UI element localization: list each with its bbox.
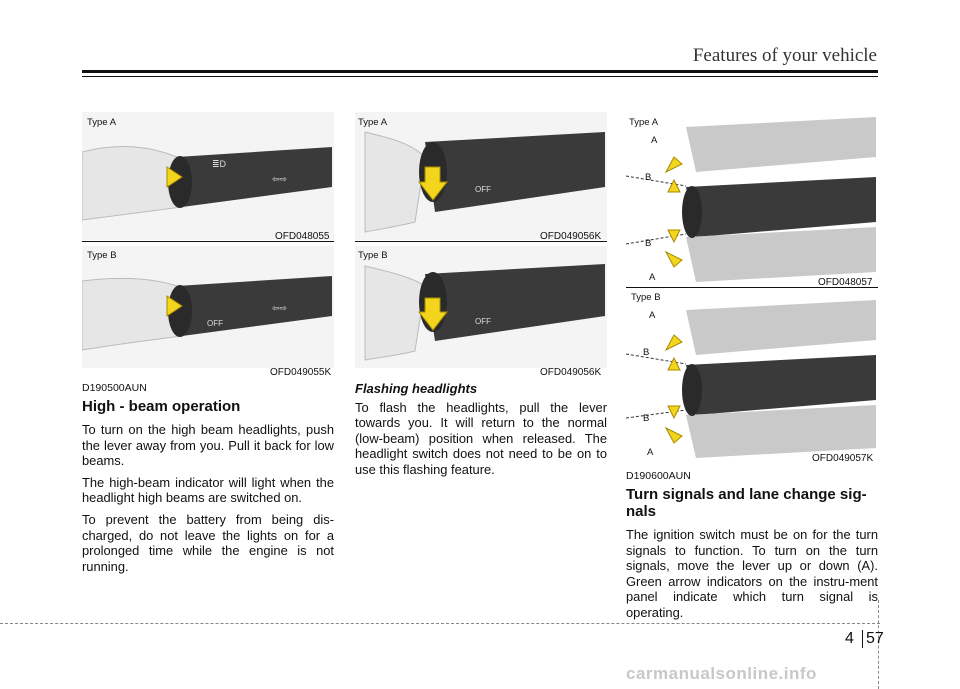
callout-a: A	[649, 310, 656, 321]
figure-type-label: Type A	[358, 117, 388, 128]
section-turn-signals: Turn signals and lane change sig-nals Th…	[626, 484, 878, 627]
section-heading: High - beam operation	[82, 398, 241, 415]
page-number-separator	[862, 630, 863, 648]
figure-high-beam-type-b: OFF ⇦⇨	[82, 246, 334, 368]
footer-vertical-rule	[878, 600, 879, 689]
svg-text:OFF: OFF	[475, 317, 491, 326]
watermark: carmanualsonline.info	[626, 664, 817, 683]
figure-code: OFD049056K	[540, 367, 602, 378]
section-flashing-headlights: Flashing headlights To flash the headlig…	[355, 381, 607, 484]
svg-text:⇦⇨: ⇦⇨	[272, 303, 288, 313]
paragraph: To prevent the battery from being dis-ch…	[82, 511, 334, 574]
figure-rule	[626, 287, 878, 288]
header-rule	[82, 70, 878, 73]
footer-dashed-rule	[0, 623, 880, 624]
figure-flash-type-b: OFF	[355, 246, 607, 368]
callout-b: B	[643, 413, 650, 424]
figure-type-label: Type A	[629, 117, 659, 128]
figure-code: OFD048055	[275, 231, 330, 242]
chapter-number: 4	[845, 630, 854, 647]
figure-type-label: Type A	[87, 117, 117, 128]
figure-code: OFD049057K	[812, 453, 874, 464]
figure-rule	[82, 241, 334, 242]
figure-type-label: Type B	[631, 292, 661, 303]
paragraph: The ignition switch must be on for the t…	[626, 527, 878, 620]
section-high-beam: High - beam operation To turn on the hig…	[82, 396, 334, 580]
page-header-title: Features of your vehicle	[692, 45, 877, 66]
section-code: D190500AUN	[82, 382, 147, 394]
callout-b: B	[645, 238, 652, 249]
svg-text:⇦⇨: ⇦⇨	[272, 174, 288, 184]
figure-flash-type-a: OFF	[355, 112, 607, 240]
section-heading: Turn signals and lane change sig-nals	[626, 486, 867, 520]
figure-type-label: Type B	[87, 250, 117, 261]
figure-rule	[355, 241, 607, 242]
figure-turn-signal-type-a	[626, 112, 878, 284]
page-number: 57	[866, 630, 884, 647]
figure-code: OFD049056K	[540, 231, 602, 242]
figure-type-label: Type B	[358, 250, 388, 261]
figure-high-beam-type-a: ≣D ⇦⇨	[82, 112, 334, 240]
callout-b: B	[645, 172, 652, 183]
figure-code: OFD049055K	[270, 367, 332, 378]
paragraph: The high-beam indicator will light when …	[82, 474, 334, 506]
section-code: D190600AUN	[626, 470, 691, 482]
header-rule-thin	[82, 76, 878, 77]
callout-a: A	[651, 135, 658, 146]
paragraph: To flash the headlights, pull the lever …	[355, 399, 607, 477]
figure-code: OFD048057	[818, 277, 873, 288]
svg-text:OFF: OFF	[207, 319, 223, 328]
paragraph: To turn on the high beam headlights, pus…	[82, 422, 334, 469]
callout-a: A	[647, 447, 654, 458]
figure-turn-signal-type-b	[626, 300, 878, 460]
svg-text:OFF: OFF	[475, 185, 491, 194]
section-heading: Flashing headlights	[355, 381, 478, 396]
svg-text:≣D: ≣D	[212, 159, 227, 169]
callout-b: B	[643, 347, 650, 358]
callout-a: A	[649, 272, 656, 283]
